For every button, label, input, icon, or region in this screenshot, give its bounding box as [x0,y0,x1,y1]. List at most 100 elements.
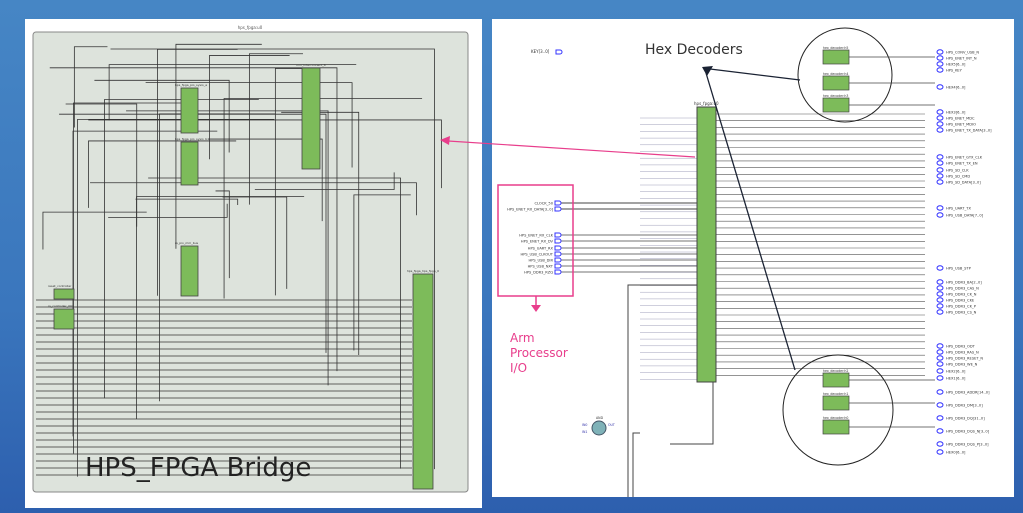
block-label: hps_fpga_hps_fpga_0 [407,269,439,273]
right-top-entity: hps_fpga:u0 [694,101,719,106]
hex-decoder-label: hex_decoder:h1 [823,392,848,396]
hex-decoder-label: hex_decoder:h3 [823,94,848,98]
input-pin-label: HPS_ENET_RX_DATA[3..0] [507,208,553,212]
wire [73,46,108,128]
output-pin[interactable] [936,361,944,367]
output-pin-label: HPS_SD_CLK [946,169,969,173]
and-gate-out: OUT [608,423,615,427]
input-pin[interactable] [554,200,562,206]
output-pin[interactable] [936,84,944,90]
output-pin[interactable] [936,154,944,160]
wire [135,198,239,205]
hps-fpga-main-block[interactable] [696,106,717,383]
block-rs_pio_mm_bus[interactable] [180,245,199,297]
output-pin-label: HPS_DDR3_DQ[31..0] [946,417,985,421]
hex-decoder-block[interactable] [822,372,850,388]
output-pin[interactable] [936,127,944,133]
output-pin-label: HEX2[6..0] [946,370,966,374]
hex-decoder-block[interactable] [822,75,850,91]
block-reset_controller[interactable] [53,288,75,300]
key-input-pin[interactable] [555,49,563,55]
block-hps_fpga_pio_sysio_b[interactable] [180,141,199,186]
wire [59,113,327,353]
block-rs_controller_001[interactable] [53,308,75,330]
output-pin[interactable] [936,61,944,67]
wire [175,43,262,249]
wire [148,177,401,469]
output-pin-label: HEX1[6..0] [946,377,966,381]
output-pin[interactable] [936,291,944,297]
output-pin[interactable] [936,49,944,55]
output-pin-label: HPS_DDR3_DM[3..0] [946,404,983,408]
output-pin[interactable] [936,415,944,421]
hex-decoder-block[interactable] [822,49,850,65]
output-pin-label: HPS_ENET_INT_N [946,57,977,61]
right-pins: CLOCK_50HPS_ENET_RX_DATA[3..0]HPS_ENET_R… [507,49,992,455]
input-pin[interactable] [554,269,562,275]
output-pin[interactable] [936,121,944,127]
wire [88,140,237,208]
output-pin[interactable] [936,355,944,361]
output-pin[interactable] [936,428,944,434]
wire [157,48,238,296]
wire [248,53,303,205]
hex-decoders-title: Hex Decoders [645,42,743,58]
output-pin[interactable] [936,303,944,309]
block-hps_fpga_pio_sysio_a[interactable] [180,87,199,134]
output-pin[interactable] [936,167,944,173]
output-pin[interactable] [936,449,944,455]
input-pin-label: HPS_ENET_RX_DV [521,240,554,244]
input-pin[interactable] [554,206,562,212]
output-pin-label: HPS_USB_DATA[7..0] [946,214,984,218]
output-pin[interactable] [936,368,944,374]
output-pin[interactable] [936,55,944,61]
hex-pointer-head [702,66,713,76]
and-gate-in0: IN0 [582,423,587,427]
hex-decoder-block[interactable] [822,97,850,113]
output-pin[interactable] [936,115,944,121]
bridge-pointer-head [440,136,450,145]
block-mm_interconnect_0[interactable] [301,67,321,170]
output-pin-label: HPS_DDR3_BA[2..0] [946,281,982,285]
output-pin[interactable] [936,212,944,218]
block-hps_fpga_hps_fpga_0[interactable] [412,273,434,490]
hex-decoder-block[interactable] [822,395,850,411]
input-pin[interactable] [554,232,562,238]
output-pin[interactable] [936,160,944,166]
input-pin-label: HPS_USB_CLKOUT [521,253,554,257]
input-pin[interactable] [554,245,562,251]
output-pin[interactable] [936,205,944,211]
output-pin[interactable] [936,279,944,285]
output-pin-label: HPS_DDR3_RESET_N [946,357,983,361]
output-pin[interactable] [936,173,944,179]
output-pin-label: HPS_DDR3_CK_P [946,305,977,309]
wire [90,182,417,216]
input-pin[interactable] [554,238,562,244]
wire [145,82,353,168]
output-pin-label: HPS_ENET_TX_DATA[3..0] [946,129,992,133]
output-pin[interactable] [936,389,944,395]
wire [77,119,275,477]
output-pin[interactable] [936,441,944,447]
output-pin[interactable] [936,402,944,408]
input-pin[interactable] [554,251,562,257]
output-pin[interactable] [936,297,944,303]
output-pin-label: HPS_DDR3_ODT [946,345,976,349]
output-pin-label: HPS_ENET_GTX_CLK [946,156,983,160]
output-pin[interactable] [936,265,944,271]
output-pin[interactable] [936,375,944,381]
input-pin[interactable] [554,263,562,269]
output-pin[interactable] [936,349,944,355]
hex-decoder-block[interactable] [822,419,850,435]
output-pin[interactable] [936,285,944,291]
output-pin[interactable] [936,343,944,349]
output-pin[interactable] [936,67,944,73]
input-pin[interactable] [554,257,562,263]
hex-pointer-line-top [709,68,801,81]
output-pin[interactable] [936,309,944,315]
input-pin-label: HPS_ENET_RX_CLK [519,234,553,238]
wire [209,55,290,160]
output-pin[interactable] [936,179,944,185]
key-input-label: KEY[3..0] [531,49,550,54]
output-pin[interactable] [936,109,944,115]
